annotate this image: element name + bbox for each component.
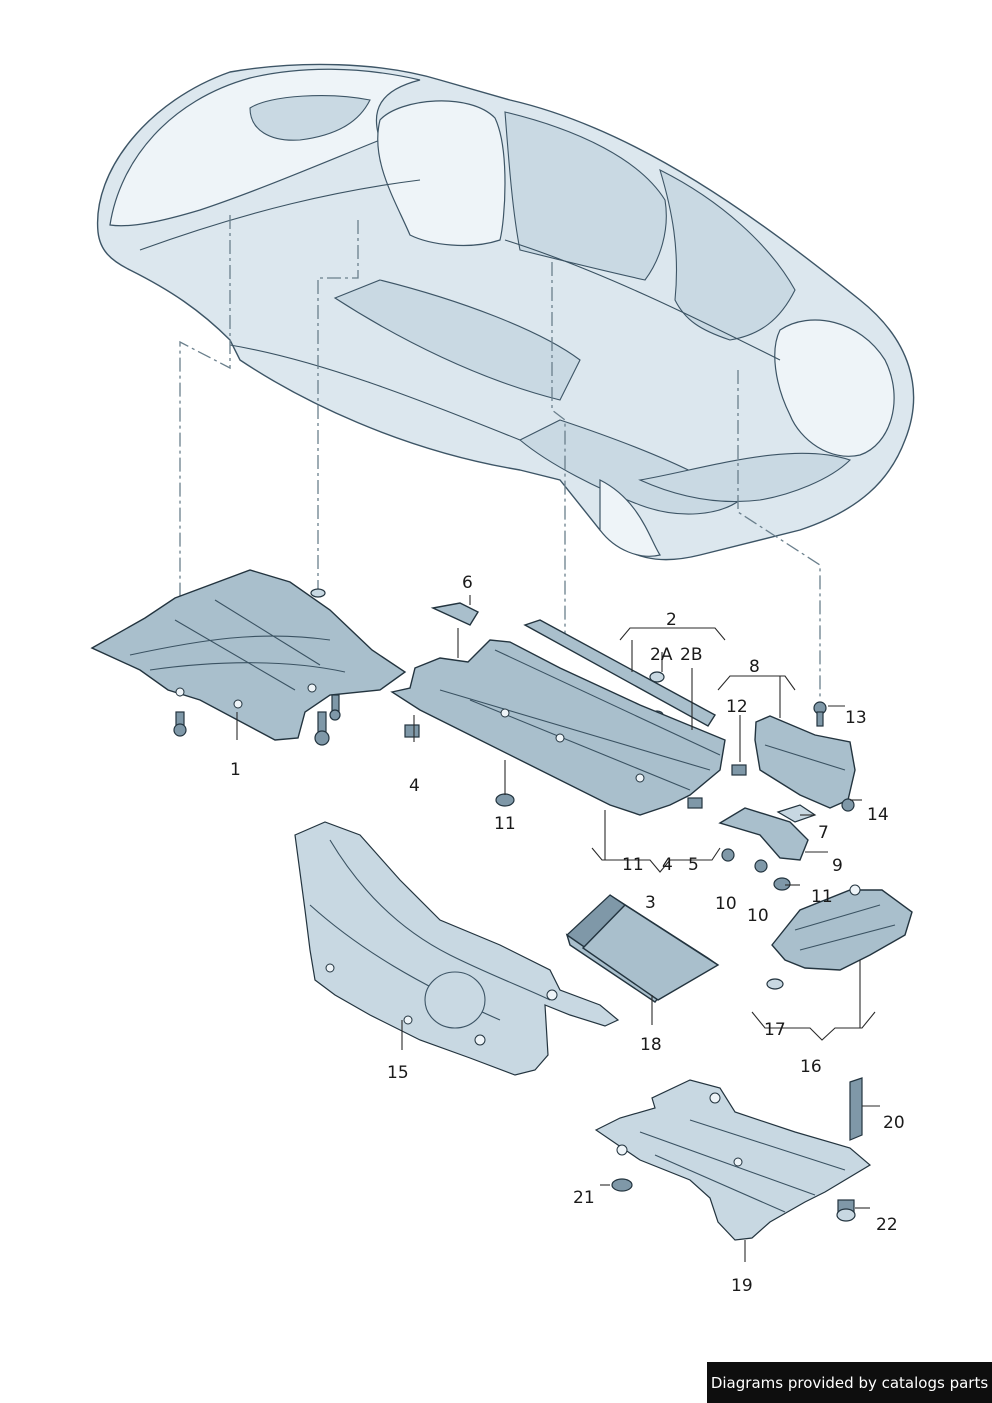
label-13: 13 xyxy=(845,708,867,728)
label-4b: 4 xyxy=(662,855,673,875)
part-18-box-cover xyxy=(565,894,720,1003)
part-4-center-panel xyxy=(390,639,726,816)
label-12: 12 xyxy=(726,697,748,717)
label-22: 22 xyxy=(876,1215,898,1235)
part-15-heat-shield xyxy=(294,821,620,1076)
label-9: 9 xyxy=(832,856,843,876)
part-19-rear-underbody-panel xyxy=(594,1077,872,1241)
label-21: 21 xyxy=(573,1188,595,1208)
label-1: 1 xyxy=(230,760,241,780)
label-11c: 11 xyxy=(811,887,833,907)
bolt-fastener xyxy=(173,588,341,746)
label-2: 2 xyxy=(666,610,677,630)
label-4a: 4 xyxy=(409,776,420,796)
label-6: 6 xyxy=(462,573,473,593)
part-16-rear-cover xyxy=(766,884,913,990)
part-1-front-underbody-panel xyxy=(90,569,407,741)
part-labels: 1 2 2A 2B 3 4 4 5 6 7 8 9 10 10 11 11 11… xyxy=(230,573,905,1296)
label-3: 3 xyxy=(645,893,656,913)
vehicle-underbody xyxy=(96,63,915,561)
label-15: 15 xyxy=(387,1063,409,1083)
label-18: 18 xyxy=(640,1035,662,1055)
label-19: 19 xyxy=(731,1276,753,1296)
label-17: 17 xyxy=(764,1020,786,1040)
leader-lines xyxy=(236,595,880,1262)
label-5: 5 xyxy=(688,855,699,875)
label-2a: 2A xyxy=(650,645,673,665)
credit-banner[interactable]: Diagrams provided by catalogs parts xyxy=(707,1362,992,1403)
label-11a: 11 xyxy=(494,814,516,834)
alignment-lines xyxy=(179,215,821,700)
label-2b: 2B xyxy=(680,645,702,665)
label-11b: 11 xyxy=(622,855,644,875)
part-9-bracket xyxy=(718,804,817,891)
label-14: 14 xyxy=(867,805,889,825)
label-7: 7 xyxy=(818,823,829,843)
part-6-bracket xyxy=(430,602,479,626)
label-10b: 10 xyxy=(747,906,769,926)
label-8: 8 xyxy=(749,657,760,677)
label-10a: 10 xyxy=(715,894,737,914)
part-8-rear-shield xyxy=(731,701,856,812)
label-20: 20 xyxy=(883,1113,905,1133)
label-16: 16 xyxy=(800,1057,822,1077)
